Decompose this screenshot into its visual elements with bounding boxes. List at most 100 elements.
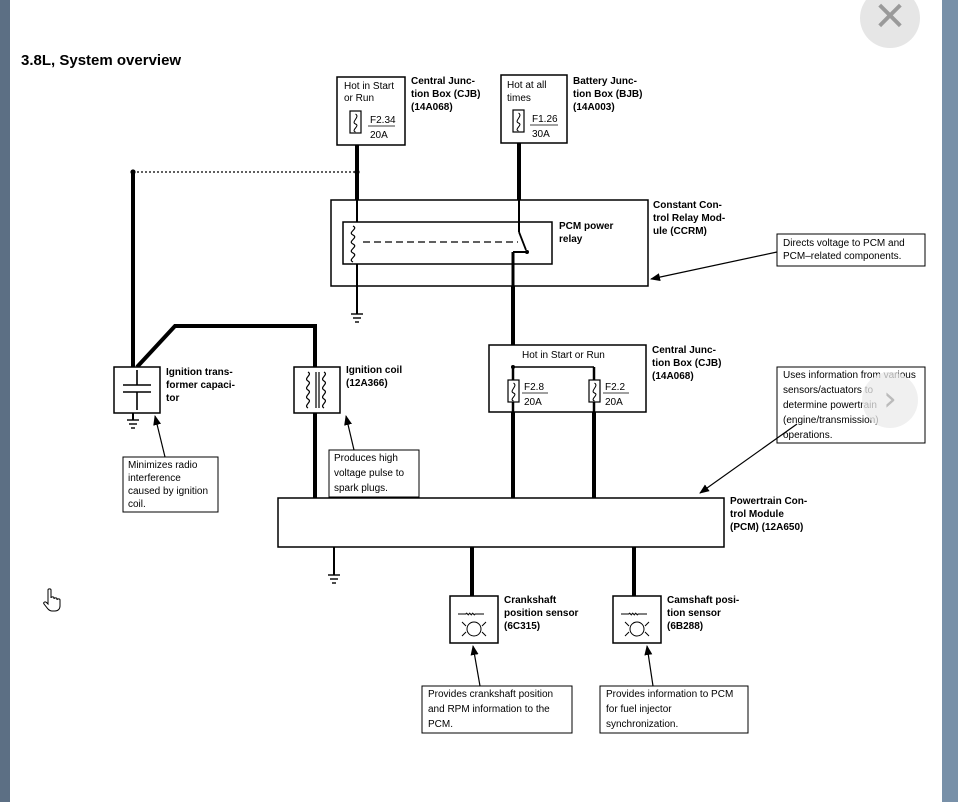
cjb-top-label-2: tion Box (CJB) bbox=[411, 89, 480, 100]
bjb-label-2: tion Box (BJB) bbox=[573, 89, 642, 100]
cjb-top-fuse-id: F2.34 bbox=[370, 115, 396, 126]
cjb-mid-fuse-box bbox=[488, 344, 647, 413]
cjb-mid-fuse1-rating: 20A bbox=[524, 397, 542, 408]
camshaft-note-box bbox=[599, 685, 749, 734]
capacitor-note-line-3: caused by ignition bbox=[128, 486, 208, 497]
system-overview-diagram: 3.8L, System overview Hot in Start or Ru… bbox=[21, 52, 926, 734]
camshaft-note-line-3: synchronization. bbox=[606, 719, 678, 730]
ignition-coil-label-1: Ignition coil bbox=[346, 365, 402, 376]
ignition-capacitor-label-3: tor bbox=[166, 393, 179, 404]
cjb-top-label-3: (14A068) bbox=[411, 102, 453, 113]
cjb-mid-fuse2-rating: 20A bbox=[605, 397, 623, 408]
bjb-fuse-rating: 30A bbox=[532, 129, 550, 140]
crankshaft-note-arrow bbox=[470, 645, 481, 687]
ground-icon bbox=[351, 313, 363, 323]
coil-note-box bbox=[328, 449, 420, 498]
cjb-mid-box-text: Hot in Start or Run bbox=[522, 350, 605, 361]
ccrm-label-1: Constant Con- bbox=[653, 200, 722, 211]
crankshaft-note-line-1: Provides crankshaft position bbox=[428, 689, 553, 700]
cjb-top-box-line-2: or Run bbox=[344, 93, 374, 104]
relay-coil-icon bbox=[350, 225, 356, 263]
ccrm-label-2: trol Relay Mod- bbox=[653, 213, 725, 224]
bjb-box-line-1: Hot at all bbox=[507, 80, 546, 91]
fuse-icon bbox=[349, 110, 362, 134]
crankshaft-sensor-box bbox=[449, 595, 499, 644]
backdrop-left bbox=[0, 0, 10, 802]
bjb-fuse-id: F1.26 bbox=[532, 114, 558, 125]
capacitor-note-line-2: interference bbox=[128, 473, 181, 484]
camshaft-sensor-label-3: (6B288) bbox=[667, 621, 703, 632]
coil-note-line-2: voltage pulse to bbox=[334, 468, 404, 479]
capacitor-note-line-1: Minimizes radio bbox=[128, 460, 198, 471]
cjb-top-fuse-rating: 20A bbox=[370, 130, 388, 141]
ccrm-note-box bbox=[776, 233, 926, 267]
close-button[interactable]: ✕ bbox=[860, 0, 920, 48]
ccrm-note-arrow bbox=[650, 251, 778, 282]
coil-note-line-1: Produces high bbox=[334, 453, 398, 464]
coil-note-line-3: spark plugs. bbox=[334, 483, 388, 494]
pcm-note-line-5: operations. bbox=[783, 430, 832, 441]
bjb-label-1: Battery Junc- bbox=[573, 76, 637, 87]
ground-icon bbox=[328, 574, 340, 584]
pcm-power-relay-label-1: PCM power bbox=[559, 221, 614, 232]
bjb-box-line-2: times bbox=[507, 93, 531, 104]
fuse-icon bbox=[512, 109, 525, 133]
pcm-label-2: trol Module bbox=[730, 509, 784, 520]
ignition-capacitor-label-1: Ignition trans- bbox=[166, 367, 233, 378]
next-arrow-button[interactable]: › bbox=[862, 372, 918, 428]
camshaft-note-line-2: for fuel injector bbox=[606, 704, 672, 715]
camshaft-sensor-label-2: tion sensor bbox=[667, 608, 721, 619]
ccrm-box bbox=[330, 199, 649, 287]
pcm-note-line-1: Uses information from various bbox=[783, 370, 916, 381]
capacitor-icon bbox=[123, 370, 151, 410]
crankshaft-note-line-2: and RPM information to the bbox=[428, 704, 550, 715]
pcm-note-line-4: (engine/transmission) bbox=[783, 415, 879, 426]
ground-icon bbox=[127, 419, 139, 429]
camshaft-sensor-label-1: Camshaft posi- bbox=[667, 595, 739, 606]
relay-switch-icon bbox=[518, 231, 527, 251]
cjb-mid-fuse1-id: F2.8 bbox=[524, 382, 544, 393]
cjb-top-label-1: Central Junc- bbox=[411, 76, 475, 87]
capacitor-note-box bbox=[122, 456, 219, 513]
ccrm-note-line-2: PCM–related components. bbox=[783, 251, 901, 262]
cjb-mid-fuse2-id: F2.2 bbox=[605, 382, 625, 393]
pcm-note-line-2: sensors/actuators to bbox=[783, 385, 873, 396]
ignition-coil-box bbox=[293, 366, 341, 414]
coil-icon bbox=[306, 371, 326, 409]
sensor-icon bbox=[621, 612, 650, 637]
crankshaft-note-line-3: PCM. bbox=[428, 719, 453, 730]
page-title: 3.8L, System overview bbox=[21, 52, 181, 69]
ccrm-note-line-1: Directs voltage to PCM and bbox=[783, 238, 905, 249]
ignition-capacitor-label-2: former capaci- bbox=[166, 380, 235, 391]
pcm-note-arrow bbox=[699, 423, 798, 494]
crankshaft-sensor-label-1: Crankshaft bbox=[504, 595, 557, 606]
backdrop-right bbox=[942, 0, 958, 802]
cjb-top-fuse-box: Hot in Start or Run F2.34 20A bbox=[336, 76, 406, 146]
cjb-top-box-line-1: Hot in Start bbox=[344, 81, 394, 92]
pcm-note-line-3: determine powertrain bbox=[783, 400, 877, 411]
pcm-label-3: (PCM) (12A650) bbox=[730, 522, 803, 533]
ccrm-label-3: ule (CCRM) bbox=[653, 226, 707, 237]
cjb-mid-label-1: Central Junc- bbox=[652, 345, 716, 356]
pcm-box bbox=[277, 497, 725, 548]
sensor-icon bbox=[458, 612, 487, 637]
hand-cursor-icon bbox=[43, 588, 61, 612]
cjb-mid-label-3: (14A068) bbox=[652, 371, 694, 382]
capacitor-note-arrow bbox=[153, 415, 166, 458]
crankshaft-note-box bbox=[421, 685, 573, 734]
crankshaft-sensor-label-3: (6C315) bbox=[504, 621, 540, 632]
wiring bbox=[131, 143, 636, 596]
pcm-power-relay-box bbox=[342, 221, 553, 265]
bjb-label-3: (14A003) bbox=[573, 102, 615, 113]
pcm-label-1: Powertrain Con- bbox=[730, 496, 807, 507]
capacitor-note-line-4: coil. bbox=[128, 499, 146, 510]
ignition-coil-label-2: (12A366) bbox=[346, 378, 388, 389]
diagram-page: 3.8L, System overview Hot in Start or Ru… bbox=[10, 0, 942, 802]
crankshaft-sensor-label-2: position sensor bbox=[504, 608, 579, 619]
pcm-power-relay-label-2: relay bbox=[559, 234, 583, 245]
camshaft-note-line-1: Provides information to PCM bbox=[606, 689, 733, 700]
coil-note-arrow bbox=[344, 415, 355, 451]
cjb-mid-label-2: tion Box (CJB) bbox=[652, 358, 721, 369]
camshaft-sensor-box bbox=[612, 595, 662, 644]
camshaft-note-arrow bbox=[644, 645, 654, 687]
